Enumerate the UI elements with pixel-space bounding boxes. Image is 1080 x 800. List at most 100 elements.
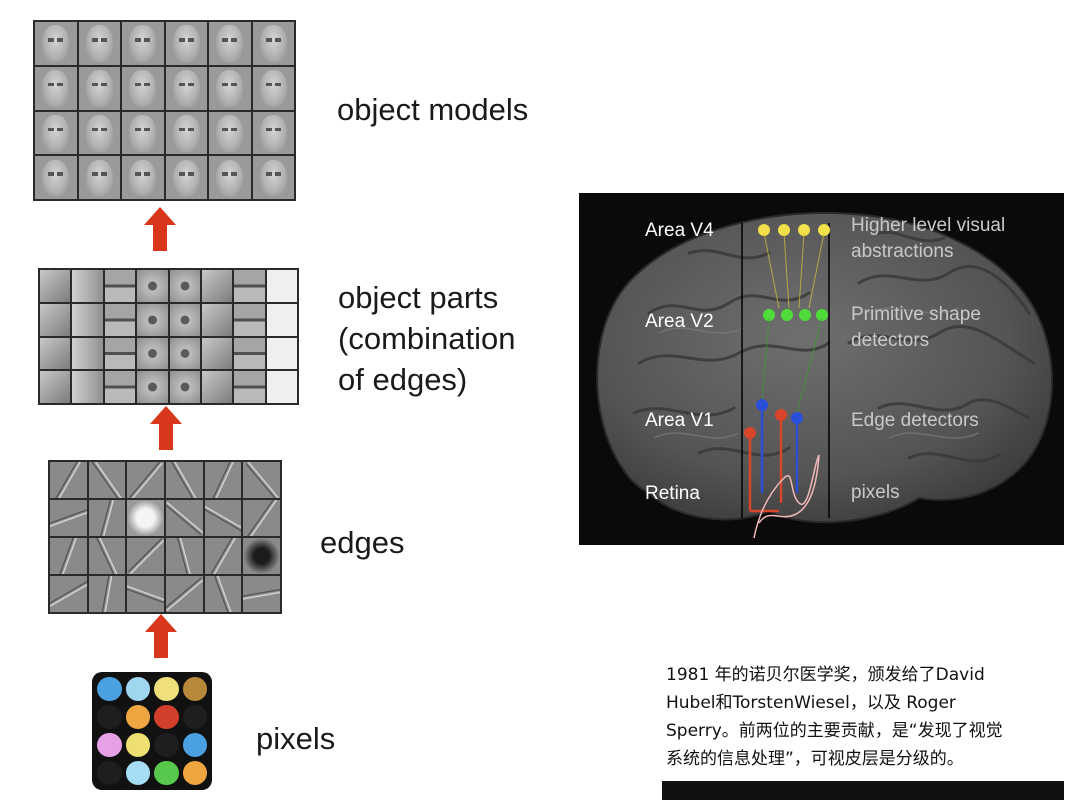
object-part-cell xyxy=(234,270,265,302)
caption-line: 1981 年的诺贝尔医学奖，颁发给了David xyxy=(666,665,985,685)
edge-filter-cell xyxy=(50,576,87,612)
up-arrow-icon xyxy=(145,614,177,658)
object-part-cell xyxy=(201,371,233,403)
edge-filter-cell xyxy=(88,500,126,536)
face-feature-cell xyxy=(122,22,164,65)
edge-filter-cell xyxy=(88,538,126,574)
area-v1-label: Area V1 xyxy=(645,410,714,431)
object-models-grid xyxy=(33,20,296,201)
edge-filter-cell xyxy=(166,500,203,536)
face-feature-cell xyxy=(78,156,120,199)
face-feature-cell xyxy=(78,22,120,65)
object-part-cell xyxy=(40,270,71,302)
pixel-dot xyxy=(125,761,150,785)
object-part-cell xyxy=(72,337,103,370)
edge-filter-cell xyxy=(166,576,203,612)
face-feature-cell xyxy=(122,111,164,155)
area-v2-desc-line: Primitive shape xyxy=(851,304,981,325)
object-part-cell xyxy=(169,303,200,336)
retina-label: Retina xyxy=(645,483,700,504)
face-feature-cell xyxy=(209,111,251,155)
object-part-cell xyxy=(266,303,297,336)
object-part-cell xyxy=(104,303,136,336)
face-feature-cell xyxy=(122,66,164,110)
object-part-cell xyxy=(169,371,200,403)
caption-line: Sperry。前两位的主要贡献，是“发现了视觉 xyxy=(666,721,1003,741)
area-v1-desc-line: Edge detectors xyxy=(851,410,979,431)
object-part-cell xyxy=(72,270,103,302)
area-v4-desc-line: Higher level visual xyxy=(851,215,1006,236)
object-parts-label-line: of edges) xyxy=(338,362,468,397)
pixel-dot xyxy=(125,705,150,729)
brain-visual-areas-panel: Area V4 Higher level visual abstractions… xyxy=(579,193,1064,545)
object-part-cell xyxy=(201,337,233,370)
edge-filter-cell xyxy=(204,576,242,612)
object-part-cell xyxy=(266,270,297,302)
pixel-dot xyxy=(154,761,179,785)
object-part-cell xyxy=(72,303,103,336)
object-part-cell xyxy=(234,371,265,403)
retina-desc-line: pixels xyxy=(851,482,900,503)
object-parts-label-line: object parts xyxy=(338,280,499,315)
up-arrow-icon xyxy=(150,406,182,450)
edge-filter-cell xyxy=(50,462,87,498)
object-parts-grid xyxy=(38,268,299,405)
area-v2-label: Area V2 xyxy=(645,311,714,332)
face-feature-cell xyxy=(35,156,77,199)
object-parts-label-line: (combination xyxy=(338,321,516,356)
face-feature-cell xyxy=(252,111,294,155)
brain-illustration xyxy=(596,211,1054,539)
retina-desc: pixels xyxy=(851,480,900,506)
edges-label: edges xyxy=(320,525,405,560)
face-feature-cell xyxy=(165,22,207,65)
face-feature-cell xyxy=(35,66,77,110)
edge-filter-cell xyxy=(204,538,242,574)
pixels-grid xyxy=(92,672,212,790)
caption-line: Hubel和TorstenWiesel，以及 Roger xyxy=(666,693,956,713)
edge-filter-cell xyxy=(243,538,280,574)
pixel-dot xyxy=(125,733,150,757)
edge-filter-cell xyxy=(88,462,126,498)
face-feature-cell xyxy=(78,66,120,110)
object-part-cell xyxy=(104,270,136,302)
object-part-cell xyxy=(40,303,71,336)
pixel-dot xyxy=(154,733,179,757)
pixel-dot xyxy=(182,705,207,729)
edge-filter-cell xyxy=(243,576,280,612)
object-part-cell xyxy=(104,371,136,403)
edge-filter-cell xyxy=(127,500,164,536)
nobel-prize-caption: 1981 年的诺贝尔医学奖，颁发给了David Hubel和TorstenWie… xyxy=(666,661,1066,773)
edge-filter-cell xyxy=(127,576,164,612)
caption-bar xyxy=(662,781,1064,800)
face-feature-cell xyxy=(78,111,120,155)
pixel-dot xyxy=(182,677,207,701)
edge-filter-cell xyxy=(204,500,242,536)
area-v4-desc: Higher level visual abstractions xyxy=(851,213,1005,265)
edge-filter-cell xyxy=(204,462,242,498)
edge-filter-cell xyxy=(127,538,164,574)
area-v4-desc-line: abstractions xyxy=(851,241,954,262)
face-feature-cell xyxy=(209,156,251,199)
object-part-cell xyxy=(40,337,71,370)
face-feature-cell xyxy=(252,22,294,65)
edge-filter-cell xyxy=(88,576,126,612)
edge-filter-cell xyxy=(243,500,280,536)
edge-filter-cell xyxy=(127,462,164,498)
pixel-dot xyxy=(182,761,207,785)
face-feature-cell xyxy=(165,66,207,110)
edge-filter-cell xyxy=(243,462,280,498)
object-part-cell xyxy=(104,337,136,370)
edges-grid xyxy=(48,460,282,614)
pixel-dot xyxy=(97,733,122,757)
area-v1-desc: Edge detectors xyxy=(851,408,979,434)
area-v2-desc-line: detectors xyxy=(851,330,930,351)
face-feature-cell xyxy=(252,66,294,110)
object-part-cell xyxy=(137,270,168,302)
face-feature-cell xyxy=(165,156,207,199)
face-feature-cell xyxy=(165,111,207,155)
pixel-dot xyxy=(154,705,179,729)
face-feature-cell xyxy=(35,22,77,65)
object-part-cell xyxy=(201,270,233,302)
object-models-label: object models xyxy=(337,92,529,127)
pixel-dot xyxy=(125,677,150,701)
